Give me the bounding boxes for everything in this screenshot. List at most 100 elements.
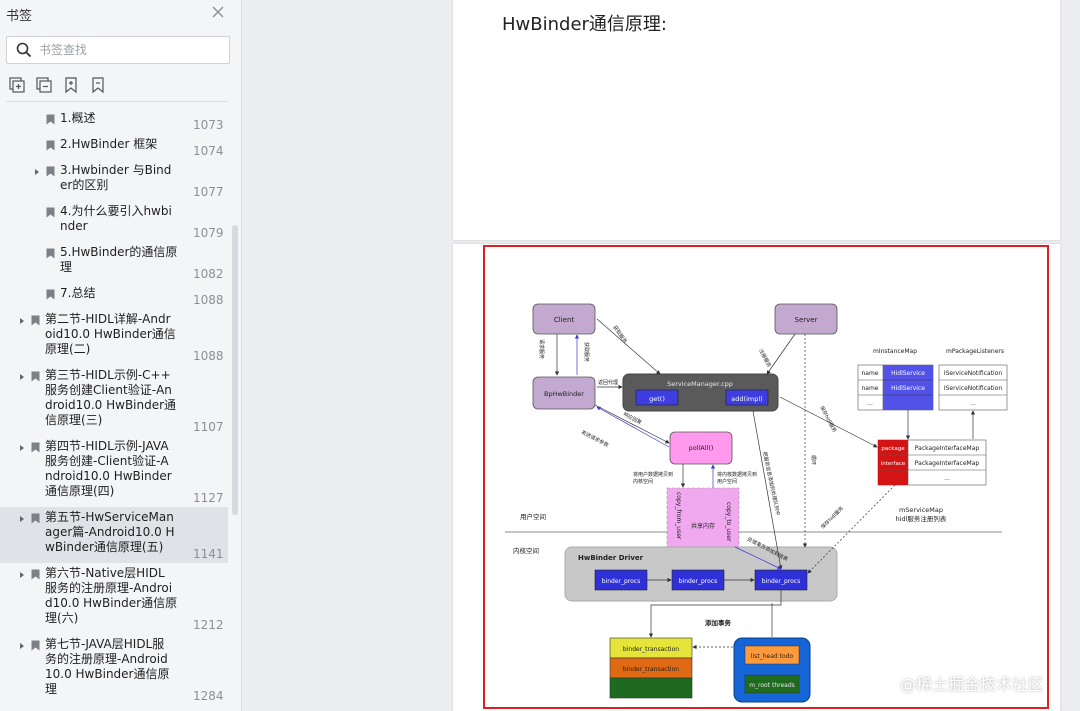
user-space-label: 用户空间 bbox=[520, 512, 546, 521]
watermark: @稀土掘金技术社区 bbox=[900, 675, 1045, 694]
bookmark-label: 2.HwBinder 框架 bbox=[60, 137, 158, 151]
bookmark-icon bbox=[31, 569, 40, 580]
add-label: add(impl) bbox=[731, 395, 762, 403]
interface-cell: interface bbox=[881, 461, 906, 467]
dots-cell-2: ... bbox=[970, 400, 976, 407]
expand-arrow-icon[interactable] bbox=[18, 373, 26, 381]
kernel-space-note: 内核空间 bbox=[633, 478, 653, 485]
bookmark-item[interactable]: 3.Hwbinder 与Bind er的区别 1077 bbox=[0, 160, 228, 201]
bookmark-icon bbox=[31, 371, 40, 382]
name-cell-1: name bbox=[861, 370, 878, 377]
bookmark-page-number: 1077 bbox=[193, 185, 224, 199]
get-service-label-2: 获取服务 bbox=[611, 324, 628, 344]
copy-user-label: 将用户数据拷贝到 bbox=[633, 471, 673, 478]
sidebar-scrollbar[interactable] bbox=[232, 225, 238, 515]
section-heading: HwBinder通信原理: bbox=[502, 14, 667, 35]
bookmark-page-number: 1079 bbox=[193, 226, 224, 240]
expand-arrow-icon[interactable] bbox=[18, 642, 26, 650]
bookmark-icon bbox=[31, 640, 40, 651]
mservicemap-label: mServiceMap bbox=[899, 506, 943, 514]
bookmark-label: 7.总结 bbox=[60, 286, 96, 300]
pollall-label: pollAll() bbox=[689, 444, 714, 452]
get-service-label: 获取服务 bbox=[583, 342, 590, 362]
user-space-note: 用户空间 bbox=[717, 478, 737, 485]
send-request-label: 发送请求参数 bbox=[580, 429, 610, 449]
document-page: 用户空间 内核空间 Client Server BpHwBinder Servi… bbox=[453, 244, 1060, 711]
bookmark-item[interactable]: 4.为什么要引入hwbi nder 1079 bbox=[0, 201, 228, 242]
service-manager-label: ServiceManager.cpp bbox=[667, 380, 733, 388]
expand-arrow-icon[interactable] bbox=[18, 515, 26, 523]
sidebar-divider bbox=[6, 101, 228, 102]
binder-procs-label-3: binder_procs bbox=[762, 578, 800, 585]
get-label: get() bbox=[649, 395, 665, 403]
bookmark-page-number: 1212 bbox=[193, 618, 224, 632]
bookmark-label: 第六节-Native层HIDL 服务的注册原理-Androi d10.0 HwB… bbox=[45, 566, 178, 625]
document-page: HwBinder通信原理: bbox=[453, 0, 1060, 240]
bookmark-label: 5.HwBinder的通信原 理 bbox=[60, 245, 178, 274]
hidl-service-cell-2: HidlService bbox=[891, 385, 925, 392]
expand-arrow-icon[interactable] bbox=[33, 168, 41, 176]
bphwbinder-box bbox=[532, 376, 596, 410]
list-head-todo-label: list_head todo bbox=[751, 653, 794, 660]
bookmark-search-box[interactable] bbox=[6, 36, 230, 64]
return-proxy-label: 返回代理 bbox=[598, 379, 618, 386]
client-label: Client bbox=[554, 316, 575, 324]
expand-all-icon[interactable] bbox=[8, 76, 26, 94]
register-service-label: 注册服务 bbox=[757, 348, 773, 369]
threads-label: m_root threads bbox=[749, 682, 795, 689]
bookmark-item[interactable]: 7.总结 1088 bbox=[0, 283, 228, 309]
bookmark-label: 4.为什么要引入hwbi nder bbox=[60, 204, 172, 233]
client-box bbox=[532, 303, 596, 335]
bookmark-item[interactable]: 第二节-HIDL详解-Andr oid10.0 HwBinder通信 原理(二)… bbox=[0, 309, 228, 365]
bookmark-page-number: 1088 bbox=[193, 293, 224, 307]
bookmark-item[interactable]: 第六节-Native层HIDL 服务的注册原理-Androi d10.0 HwB… bbox=[0, 563, 228, 634]
bookmark-icon bbox=[31, 513, 40, 524]
minstancemap-label: mInstanceMap bbox=[873, 348, 917, 355]
collapse-all-icon[interactable] bbox=[35, 76, 53, 94]
name-cell-2: name bbox=[861, 385, 878, 392]
bookmark-item[interactable]: 第三节-HIDL示例-C++ 服务创建Client验证-An droid10.0… bbox=[0, 365, 228, 436]
bookmark-label: 第五节-HwServiceMan ager篇-Android10.0 H wBi… bbox=[45, 510, 175, 554]
package-interface-map-cell-2: PackageInterfaceMap bbox=[915, 460, 980, 467]
mservicemap-sub-label: hidl服务注册列表 bbox=[896, 514, 947, 523]
bookmark-label: 1.概述 bbox=[60, 111, 96, 125]
bookmark-search-input[interactable] bbox=[39, 41, 219, 59]
dots-cell-3: ... bbox=[944, 475, 950, 482]
hwbinder-driver-label: HwBinder Driver bbox=[578, 554, 644, 562]
package-interface-map-cell-1: PackageInterfaceMap bbox=[915, 445, 980, 452]
bookmark-item[interactable]: 第四节-HIDL示例-JAVA 服务创建-Client验证-A ndroid10… bbox=[0, 436, 228, 507]
reply-label: 响应回复 bbox=[622, 411, 643, 427]
search-icon bbox=[16, 42, 32, 58]
sidebar-title: 书签 bbox=[6, 9, 33, 24]
bookmark-icon bbox=[46, 289, 55, 300]
bookmark-page-number: 1107 bbox=[193, 420, 224, 434]
expand-arrow-icon[interactable] bbox=[18, 571, 26, 579]
bookmark-icon bbox=[46, 248, 55, 259]
server-label: Server bbox=[795, 316, 818, 324]
add-box bbox=[725, 389, 769, 406]
dots-cell-1: ... bbox=[867, 400, 873, 407]
remove-bookmark-icon[interactable] bbox=[89, 76, 107, 94]
bookmark-label: 第三节-HIDL示例-C++ 服务创建Client验证-An droid10.0… bbox=[45, 368, 177, 427]
expand-arrow-icon[interactable] bbox=[18, 444, 26, 452]
add-bookmark-icon[interactable] bbox=[62, 76, 80, 94]
expand-arrow-icon[interactable] bbox=[18, 317, 26, 325]
bookmark-item[interactable]: 第五节-HwServiceMan ager篇-Android10.0 H wBi… bbox=[0, 507, 228, 563]
bookmark-label: 第四节-HIDL示例-JAVA 服务创建-Client验证-A ndroid10… bbox=[45, 439, 172, 498]
bookmark-item[interactable]: 第七节-JAVA层HIDL服 务的注册原理-Android 10.0 HwBin… bbox=[0, 634, 228, 705]
pollall-box bbox=[669, 431, 733, 465]
copy-to-user-label: copy_to_user bbox=[725, 502, 732, 542]
bookmark-label: 3.Hwbinder 与Bind er的区别 bbox=[60, 163, 172, 192]
binder-transaction-label-2: binder_transaction bbox=[623, 666, 679, 673]
sidebar-header: 书签 bbox=[0, 0, 242, 28]
close-icon[interactable] bbox=[210, 4, 226, 20]
mpackagelisteners-label: mPackageListeners bbox=[946, 348, 1004, 355]
binder-procs-label-2: binder_procs bbox=[679, 578, 717, 585]
shared-memory-label: 共享内存 bbox=[691, 522, 715, 530]
bookmark-page-number: 1141 bbox=[193, 547, 224, 561]
